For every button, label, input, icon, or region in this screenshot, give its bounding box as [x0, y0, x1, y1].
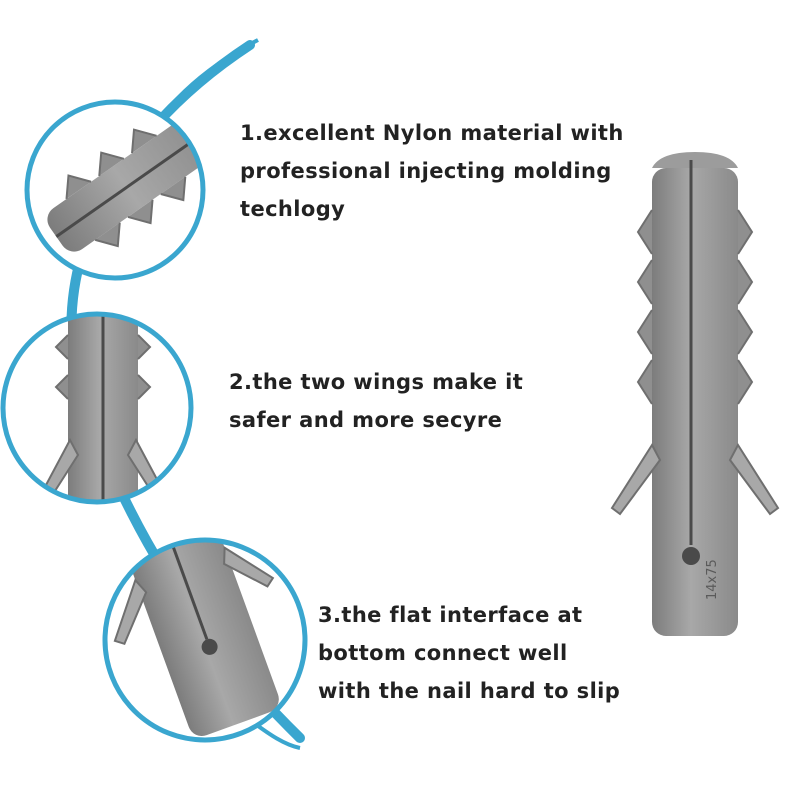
feature-3-line-2: bottom connect well: [318, 641, 568, 665]
feature-1-line-1: 1.excellent Nylon material with: [240, 121, 624, 145]
feature-2-line-2: safer and more secyre: [229, 408, 503, 432]
feature-3-line-3: with the nail hard to slip: [318, 679, 621, 703]
plug-marking: 14x75: [705, 559, 720, 600]
feature-2-text: 2.the two wings make it safer and more s…: [229, 363, 523, 439]
detail-circle-bottom: [102, 537, 308, 743]
feature-3-text: 3.the flat interface at bottom connect w…: [318, 596, 620, 710]
feature-1-text: 1.excellent Nylon material with professi…: [240, 114, 624, 228]
wall-plug-full: 14x75: [610, 152, 780, 636]
detail-circle-wings: [0, 311, 194, 505]
feature-3-line-1: 3.the flat interface at: [318, 603, 583, 627]
feature-1-line-3: techlogy: [240, 197, 346, 221]
feature-1-line-2: professional injecting molding: [240, 159, 612, 183]
feature-2-line-1: 2.the two wings make it: [229, 370, 524, 394]
detail-circle-tip: [24, 99, 206, 281]
